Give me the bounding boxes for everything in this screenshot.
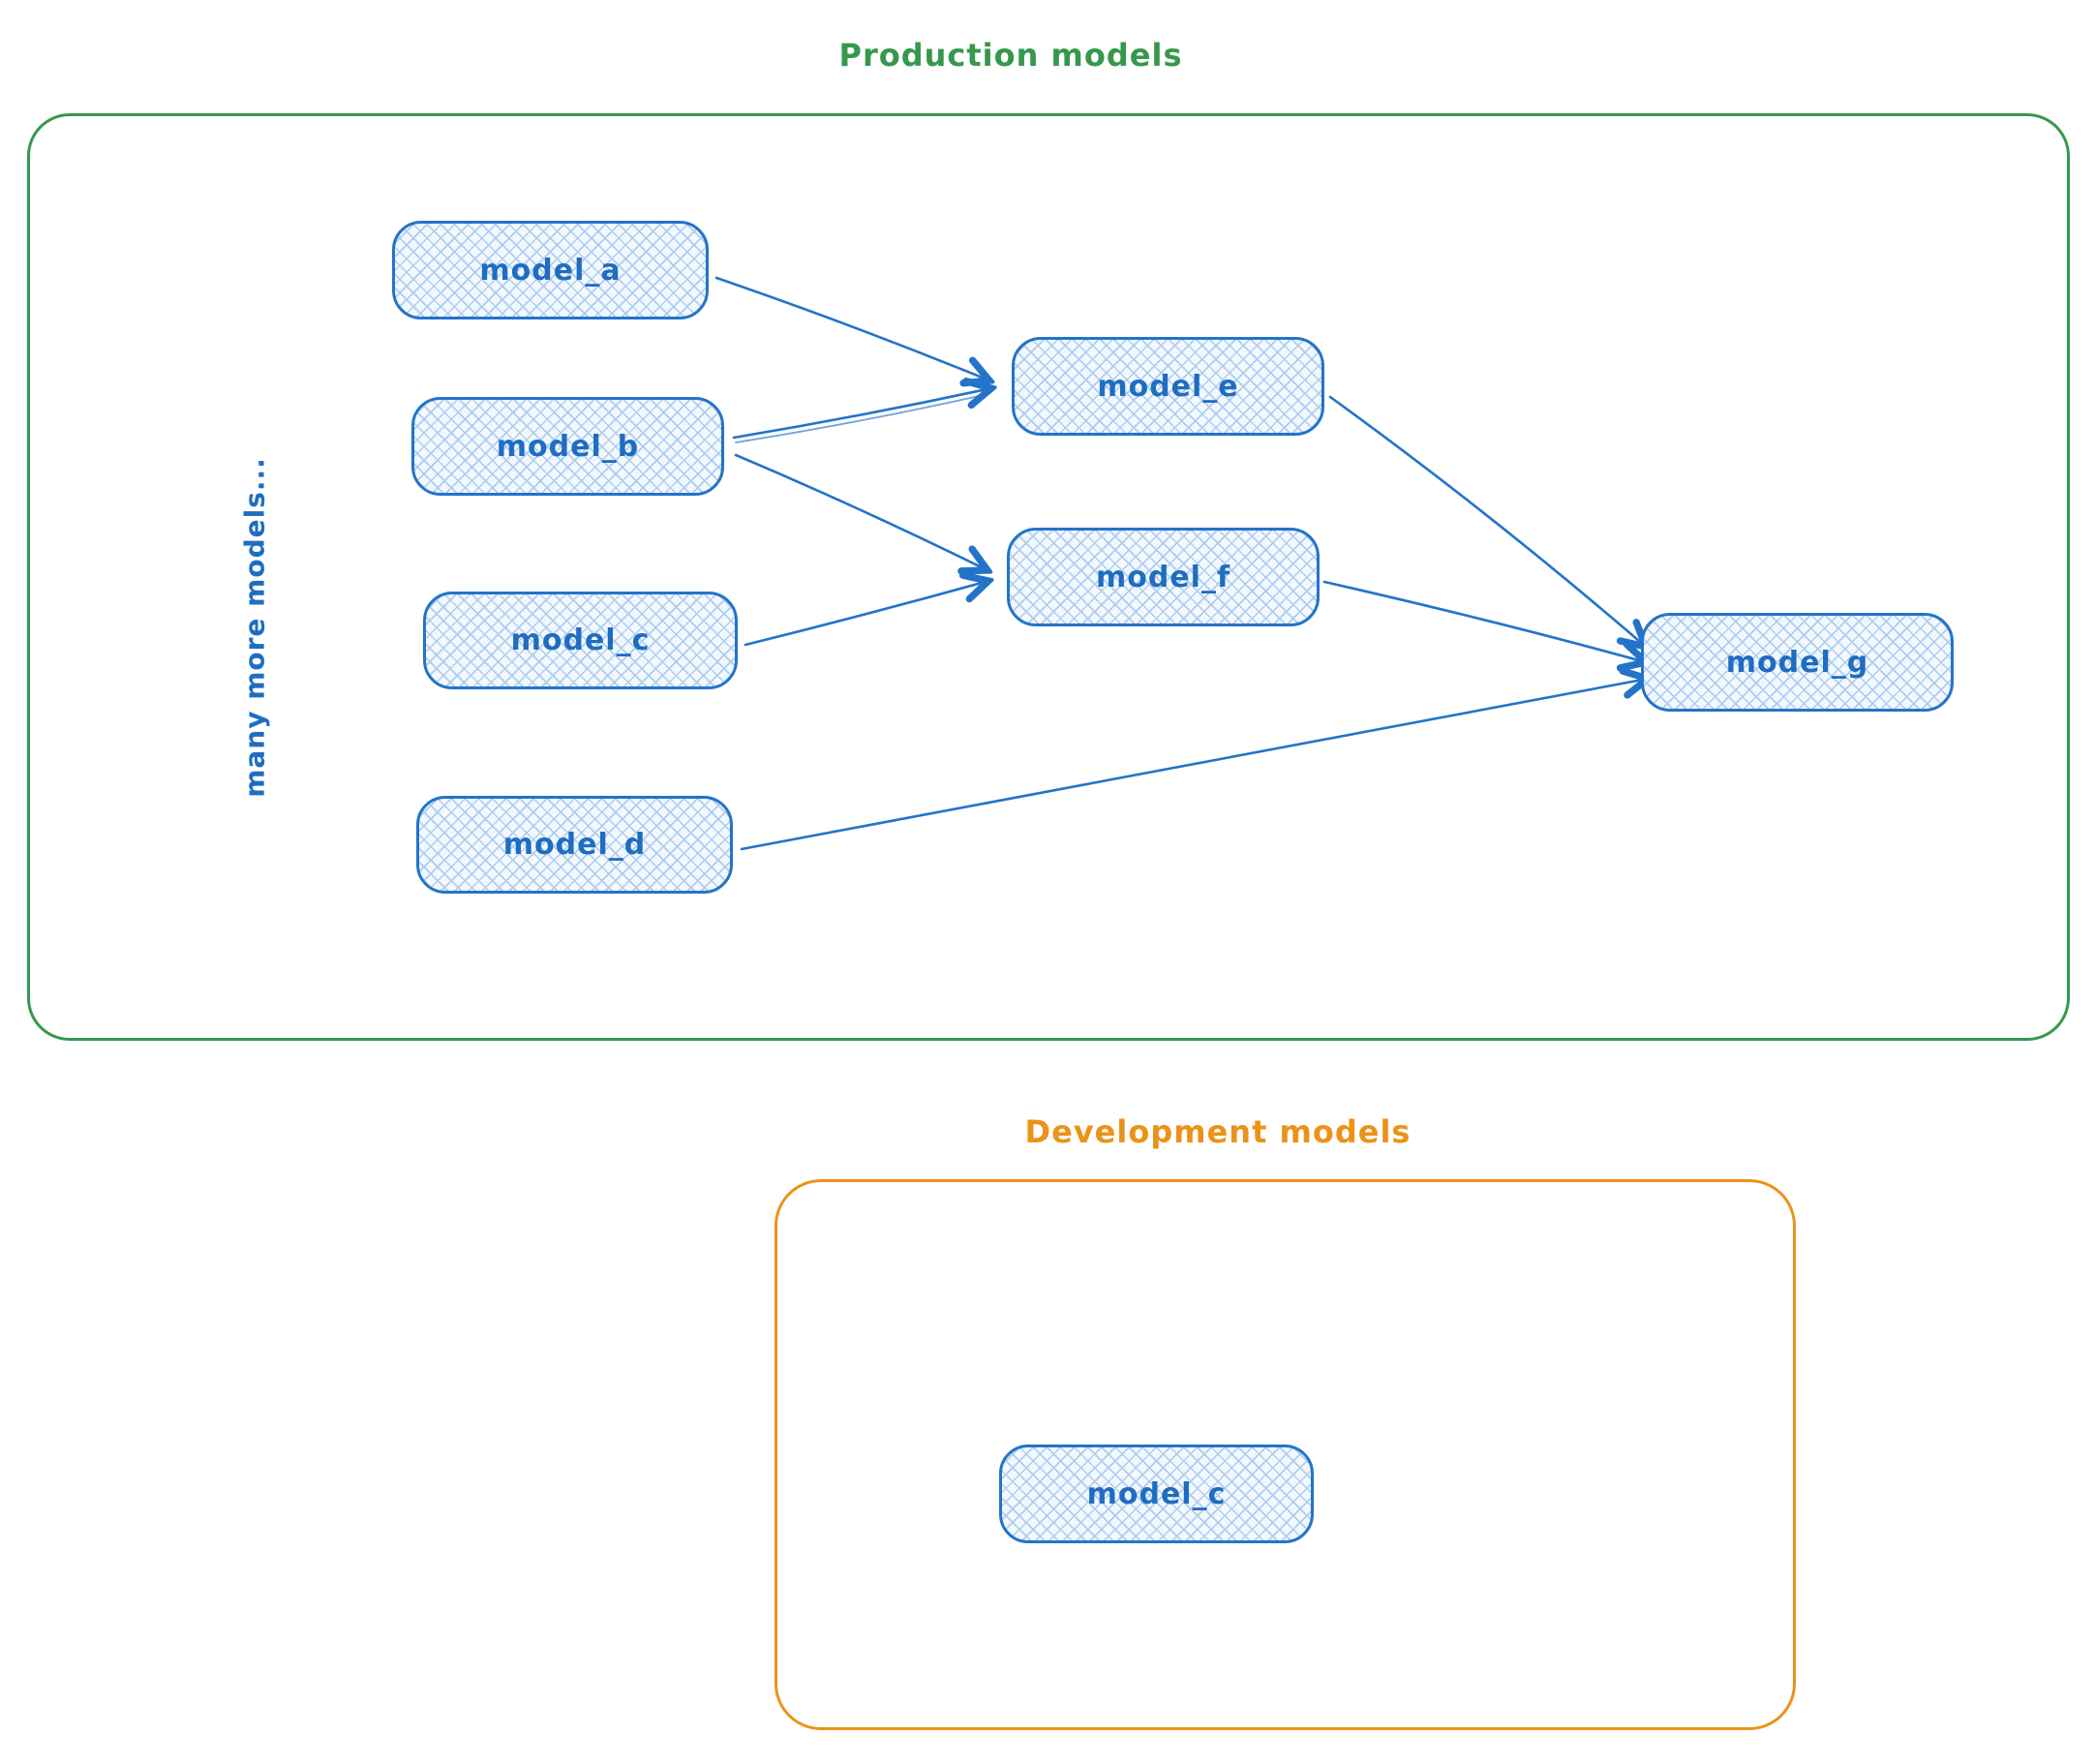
node-model-d[interactable]: model_d [416, 796, 733, 894]
node-model-e[interactable]: model_e [1012, 337, 1324, 436]
node-model-e-label: model_e [1097, 369, 1239, 404]
node-model-f[interactable]: model_f [1007, 528, 1320, 626]
node-model-a-label: model_a [479, 253, 622, 288]
many-more-models-note: many more models... [238, 457, 271, 798]
node-model-d-label: model_d [502, 828, 647, 862]
development-group-container[interactable] [774, 1179, 1796, 1730]
development-group-title: Development models [1024, 1113, 1412, 1150]
node-model-f-label: model_f [1095, 560, 1231, 594]
node-model-g-label: model_g [1725, 645, 1869, 680]
production-group-title: Production models [838, 37, 1183, 74]
node-model-c-label: model_c [510, 623, 651, 657]
node-model-c[interactable]: model_c [423, 592, 738, 689]
node-model-c-dev-label: model_c [1086, 1476, 1227, 1511]
node-model-g[interactable]: model_g [1641, 613, 1954, 712]
node-model-b-label: model_b [496, 429, 640, 464]
node-model-b[interactable]: model_b [411, 397, 724, 496]
node-model-a[interactable]: model_a [392, 221, 709, 319]
production-group-container[interactable] [27, 113, 2070, 1041]
node-model-c-dev[interactable]: model_c [999, 1445, 1314, 1543]
